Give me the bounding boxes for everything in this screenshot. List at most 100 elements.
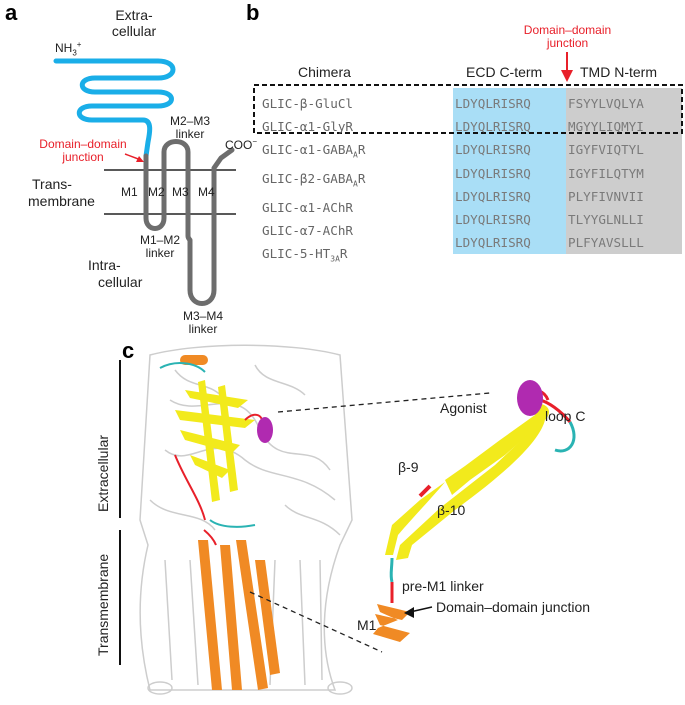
row-name-text: GLIC-β2-GABA [262, 171, 353, 187]
m1m2-line-2: linker [145, 246, 175, 260]
extracellular-vertical-label: Extracellular [95, 434, 111, 512]
helix-m2-label: M2 [148, 185, 165, 199]
transmembrane-vertical-label: Transmembrane [95, 553, 111, 656]
c-terminus-label: COO− [225, 137, 257, 152]
junction-b-line-1: Domain–domain [523, 23, 612, 37]
m3m4-linker-label: M3–M4 linker [173, 310, 233, 336]
tmd-sequence: PLFYAVSLLL [568, 235, 644, 251]
tmd-column-fill [566, 88, 682, 254]
beta10-label: β-10 [437, 502, 466, 518]
chimera-row-name: GLIC-α1-AChR [262, 199, 353, 215]
n-terminus-sup: + [76, 40, 82, 49]
tmd-sequence: TLYYGLNLLI [568, 212, 644, 228]
helix-m1-label: M1 [121, 185, 138, 199]
transmembrane-line-2: membrane [28, 193, 95, 209]
m2m3-line-2: linker [175, 127, 205, 141]
panel-b-label: b [246, 0, 260, 25]
ecd-sequence: LDYQLRISRQ [455, 235, 531, 251]
ecd-column-fill [453, 88, 566, 254]
agonist-blob-large [517, 380, 543, 416]
row-name-suffix: R [357, 171, 366, 187]
tmd-chain [143, 139, 235, 306]
header-chimera: Chimera [298, 64, 351, 80]
tmd-sequence: MGYYLIQMYI [568, 119, 644, 135]
m2m3-line-1: M2–M3 [169, 114, 210, 128]
extracellular-line-2: cellular [111, 23, 157, 39]
ecd-sequence: LDYQLRISRQ [455, 165, 531, 181]
n-terminus-text: NH [55, 41, 73, 55]
helix-m4-label: M4 [198, 185, 215, 199]
tmd-sequence: FSYYLVQLYA [568, 96, 644, 111]
extracellular-label: Extra- cellular [104, 7, 164, 39]
highlighted-subunit [159, 355, 280, 690]
ecd-sequence-column: LDYQLRISRQ LDYQLRISRQ LDYQLRISRQ LDYQLRI… [455, 92, 531, 254]
tmd-sequence: IGYFVIQTYL [568, 142, 644, 158]
junction-arrow-b-head [561, 70, 573, 82]
agonist-blob-small [257, 417, 273, 443]
n-terminus-sub: 3 [72, 48, 77, 58]
chimera-name-column: GLIC-β-GluCl GLIC-α1-GlyR GLIC-α1-GABAAR… [262, 92, 365, 271]
ecd-sequence: LDYQLRISRQ [455, 142, 531, 158]
junction-arrow-c-head [404, 607, 414, 618]
ecd-sequence: LDYQLRISRQ [455, 119, 531, 135]
chimera-row-name: GLIC-α7-AChR [262, 223, 353, 239]
ghost-pentamer [139, 344, 353, 695]
c-terminus-sup: − [252, 137, 258, 146]
ecd-sequence: LDYQLRISRQ [455, 188, 531, 204]
tmd-sequence: PLYFIVNVII [568, 188, 644, 204]
row-name-sub: 3A [330, 254, 340, 264]
tmd-sequence: IGYFILQTYM [568, 165, 644, 181]
helix-m3-label: M3 [172, 185, 189, 199]
zoomed-fragment [373, 388, 576, 642]
m2m3-linker-label: M2–M3 linker [160, 115, 220, 141]
header-ecd: ECD C-term [466, 64, 543, 80]
chimera-row-name: GLIC-β2-GABAAR [262, 167, 365, 196]
m3m4-line-2: linker [188, 322, 218, 336]
m1m2-line-1: M1–M2 [139, 233, 180, 247]
transmembrane-label: Trans- membrane [28, 176, 95, 210]
m1m2-linker-label: M1–M2 linker [130, 234, 190, 260]
intracellular-line-2: cellular [98, 274, 143, 290]
intracellular-label: Intra- cellular [88, 257, 142, 291]
row-name-sub: A [353, 150, 358, 160]
ecd-sequence: LDYQLRISRQ [455, 96, 531, 111]
junction-line-1: Domain–domain [39, 137, 127, 151]
header-tmd: TMD N-term [580, 64, 657, 80]
n-terminus-label: NH3+ [55, 40, 81, 57]
chimera-row-name: GLIC-α1-GlyR [262, 119, 353, 135]
junction-b-line-2: junction [546, 36, 589, 50]
chimera-row-name: GLIC-5-HT3AR [262, 242, 365, 271]
junction-label: Domain–domain junction [30, 138, 136, 164]
transmembrane-line-1: Trans- [32, 176, 72, 192]
row-name-suffix: R [357, 142, 366, 158]
pre-m1-label: pre-M1 linker [402, 578, 484, 594]
junction-arrow-head [136, 156, 144, 162]
chimera-row-name: GLIC-β-GluCl [262, 96, 353, 111]
row-name-text: GLIC-α1-GABA [262, 142, 353, 158]
chimera-row-name: GLIC-α1-GABAAR [262, 138, 365, 167]
m1-label: M1 [357, 617, 377, 633]
row-name-sub: A [353, 179, 358, 189]
beta9-label: β-9 [398, 459, 419, 475]
m3m4-line-1: M3–M4 [182, 309, 223, 323]
row-name-suffix: R [339, 246, 348, 262]
intracellular-line-1: Intra- [88, 257, 121, 273]
junction-line-2: junction [62, 150, 104, 164]
c-terminus-text: COO [225, 138, 253, 152]
ecd-sequence: LDYQLRISRQ [455, 212, 531, 228]
highlight-box [253, 84, 683, 134]
extracellular-line-1: Extra- [115, 7, 153, 23]
junction-label-c: Domain–domain junction [436, 599, 591, 615]
ecd-chain [53, 58, 176, 159]
tmd-sequence-column: FSYYLVQLYA MGYYLIQMYI IGYFVIQTYL IGYFILQ… [568, 92, 644, 254]
junction-label-b: Domain–domain junction [510, 24, 625, 50]
zoom-line-bottom [249, 591, 383, 653]
panel-a-label: a [5, 0, 18, 25]
row-name-text: GLIC-5-HT [262, 246, 331, 262]
loop-c-label: loop C [545, 408, 586, 424]
agonist-label: Agonist [440, 400, 487, 416]
